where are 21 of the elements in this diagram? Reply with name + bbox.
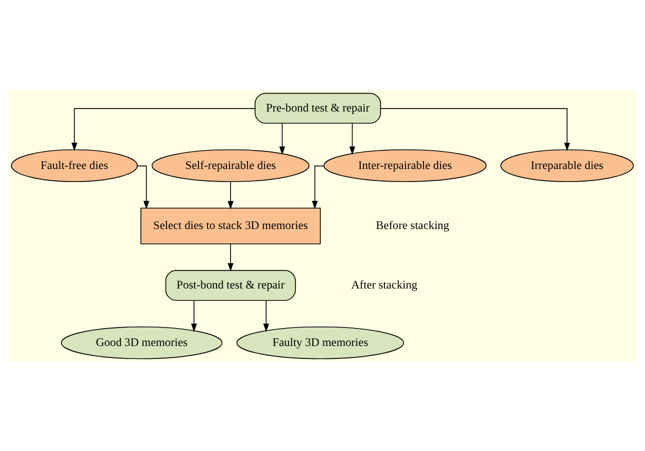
- node-ellipse: Good 3D memories: [60, 326, 222, 359]
- node-ellipse: Self-repairable dies: [152, 148, 310, 182]
- arrow: [279, 122, 286, 154]
- label: Before stacking: [376, 218, 450, 232]
- arrow: [263, 300, 270, 332]
- node-box: Post-bond test & repair: [165, 270, 296, 300]
- arrow: [228, 243, 234, 271]
- arrow: [71, 108, 256, 151]
- arrow: [136, 165, 150, 209]
- arrow: [312, 165, 324, 209]
- arrow: [228, 180, 234, 209]
- node-ellipse: Irreparable dies: [500, 148, 634, 182]
- node-ellipse: Inter-repairable dies: [324, 148, 487, 182]
- node-box: Select dies to stack 3D memories: [140, 207, 321, 244]
- label: After stacking: [351, 278, 418, 291]
- arrow: [191, 300, 197, 332]
- node-ellipse: Faulty 3D memories: [236, 326, 404, 359]
- node-ellipse: Fault-free dies: [10, 148, 138, 182]
- arrow: [380, 108, 570, 151]
- node-box: Pre-bond test & repair: [254, 92, 381, 124]
- arrow: [349, 122, 356, 154]
